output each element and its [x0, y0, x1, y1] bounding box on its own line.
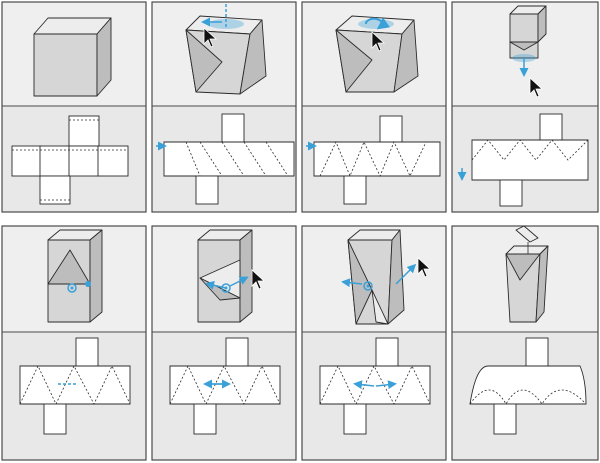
cursor-icon	[417, 257, 432, 278]
cursor-icon	[371, 31, 386, 52]
twisted-prism-solid	[185, 4, 267, 95]
cube-net	[11, 115, 129, 205]
panel-border	[451, 1, 599, 213]
panel-step-8	[451, 225, 599, 461]
rotated-prism-solid	[335, 15, 419, 93]
cursor-icon	[529, 77, 544, 98]
splayed-prism-solid	[341, 229, 417, 325]
panel-step-1	[1, 1, 147, 213]
panel-border	[301, 225, 447, 461]
panel-step-2	[151, 1, 297, 213]
cursor-icon	[251, 269, 266, 290]
triangulated-net	[156, 113, 295, 205]
panel-step-4	[451, 1, 599, 213]
panel-step-5	[1, 225, 147, 461]
panel-step-3	[301, 1, 447, 213]
panel-step-6	[151, 225, 297, 461]
panel-border	[151, 225, 297, 461]
cube-solid	[33, 17, 112, 97]
tall-prism-solid	[47, 229, 103, 323]
tall-net	[169, 337, 281, 435]
triangle-net	[306, 115, 441, 205]
stacked-box-solid	[509, 5, 547, 77]
panel-border	[451, 225, 599, 461]
zigzag-net	[457, 113, 589, 207]
panel-border	[151, 1, 297, 213]
panel-step-7	[301, 225, 447, 461]
cursor-icon	[203, 27, 218, 48]
tall-net	[319, 337, 431, 435]
panel-border	[1, 225, 147, 461]
folded-prism-solid	[197, 229, 253, 323]
panel-border	[301, 1, 447, 213]
panel-border	[1, 1, 147, 213]
curved-net	[469, 337, 587, 435]
tall-net	[19, 337, 131, 435]
carton-solid	[505, 225, 549, 323]
